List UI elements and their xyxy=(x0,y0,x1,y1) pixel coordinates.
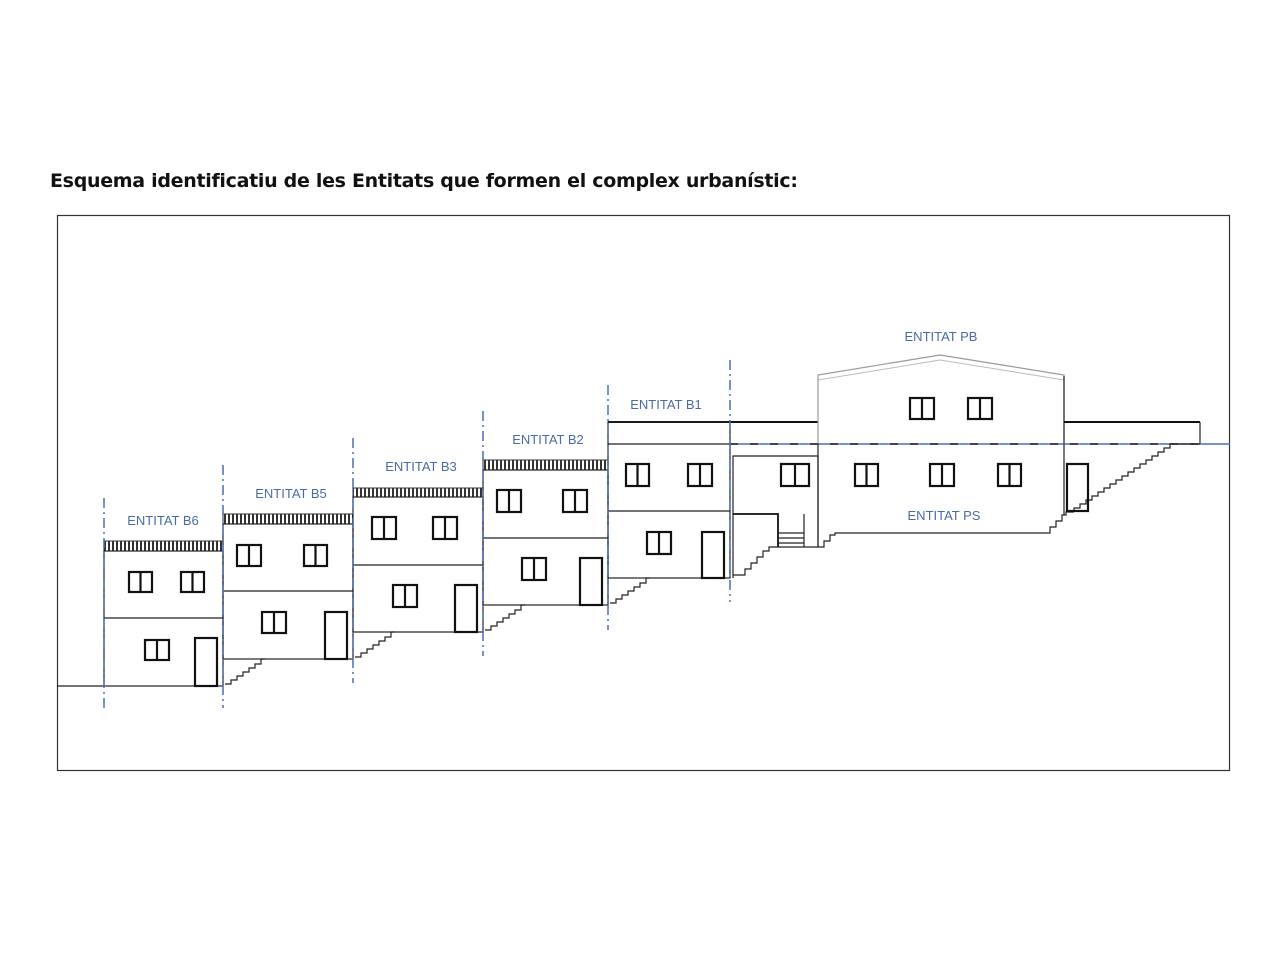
building-b3 xyxy=(352,487,484,658)
building-pb xyxy=(817,354,1201,444)
document-title: Esquema identificatiu de les Entitats qu… xyxy=(50,170,798,192)
building-b5 xyxy=(222,513,354,685)
diagram-frame xyxy=(56,214,1231,772)
label-entitat-b3: ENTITAT B3 xyxy=(385,459,457,474)
label-entitat-pb: ENTITAT PB xyxy=(905,329,978,344)
building-ps xyxy=(730,443,1230,548)
door-icon xyxy=(193,636,219,688)
building-b6 xyxy=(103,540,224,688)
label-entitat-b1: ENTITAT B1 xyxy=(630,397,702,412)
building-b1 xyxy=(607,421,818,604)
building-middle xyxy=(732,455,819,578)
building-b2 xyxy=(482,459,609,631)
label-entitat-b6: ENTITAT B6 xyxy=(127,513,199,528)
label-entitat-ps: ENTITAT PS xyxy=(908,508,981,523)
label-entitat-b2: ENTITAT B2 xyxy=(512,432,584,447)
label-entitat-b5: ENTITAT B5 xyxy=(255,486,327,501)
